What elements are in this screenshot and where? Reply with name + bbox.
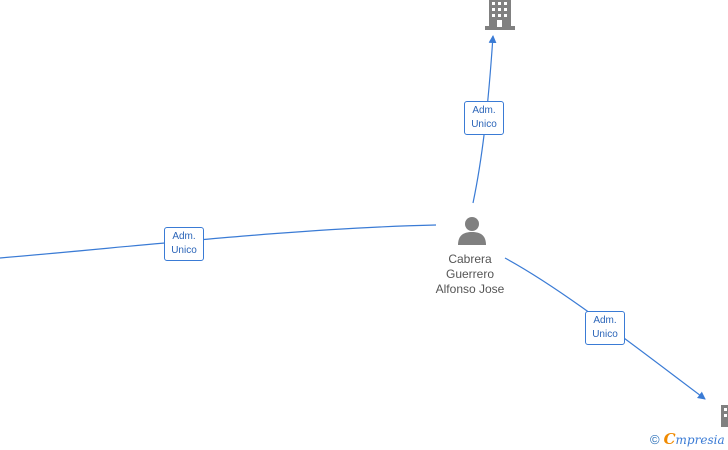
edge-to-left-node: [0, 224, 437, 259]
edge-label-left: Adm. Unico: [164, 227, 204, 261]
building-icon[interactable]: [484, 0, 516, 35]
person-name-line-3: Alfonso Jose: [435, 282, 505, 296]
brand-watermark: © Cmpresia: [650, 430, 725, 448]
brand-logo: Cmpresia: [664, 430, 725, 448]
edge-label-role: Adm.: [472, 105, 496, 116]
person-icon[interactable]: [457, 215, 487, 250]
brand-logo-rest: mpresia: [675, 433, 725, 447]
brand-logo-initial: C: [663, 430, 676, 448]
edge-label-role-detail: Unico: [471, 119, 497, 130]
person-name-line-2: Guerrero: [445, 267, 495, 281]
edge-label-role: Adm.: [172, 231, 196, 242]
edge-label-bottom-right: Adm. Unico: [585, 311, 625, 345]
copyright-icon: ©: [650, 431, 660, 447]
building-icon[interactable]: [720, 405, 728, 432]
edge-label-role-detail: Unico: [171, 245, 197, 256]
edge-label-role: Adm.: [593, 315, 617, 326]
person-name[interactable]: Cabrera Guerrero Alfonso Jose: [420, 252, 520, 297]
edge-label-role-detail: Unico: [592, 329, 618, 340]
person-name-line-1: Cabrera: [448, 252, 492, 266]
edge-label-top: Adm. Unico: [464, 101, 504, 135]
